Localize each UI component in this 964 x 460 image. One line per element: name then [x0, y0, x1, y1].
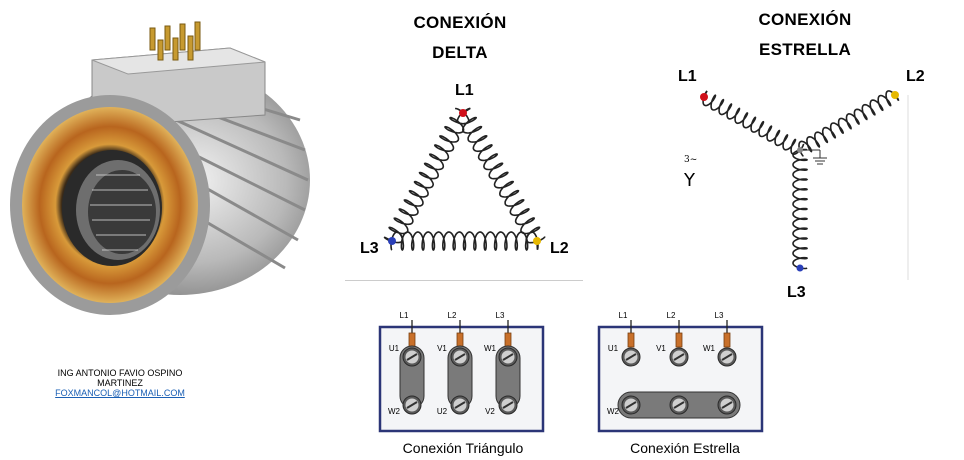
terminal-screw-bottom	[498, 395, 518, 415]
delta-label-l1: L1	[455, 82, 474, 99]
terminal-screw-top	[402, 347, 422, 367]
delta-title-line1: CONEXIÓN	[413, 13, 507, 32]
author-name-line2: MARTINEZ	[97, 378, 143, 388]
terminal-screw-top	[450, 347, 470, 367]
terminal-bottom-label: U2	[437, 407, 448, 416]
author-name-line1: ING ANTONIO FAVIO OSPINO	[57, 368, 183, 378]
terminal-screw-top	[717, 347, 737, 367]
bridge-link	[447, 345, 473, 409]
terminal-box-frame	[597, 325, 764, 433]
delta-node-l1	[459, 109, 467, 117]
star-node-l2	[891, 91, 899, 99]
terminal-screw-bottom	[402, 395, 422, 415]
star-caption: Conexión Estrella	[630, 440, 740, 456]
star-coil-l1	[702, 90, 805, 156]
terminal-bottom-label: W2	[607, 407, 620, 416]
terminal-line-label: L2	[448, 311, 457, 320]
delta-label-l3: L3	[360, 240, 379, 257]
bridge-link	[617, 391, 741, 419]
terminal-bottom-label: W2	[388, 407, 401, 416]
terminal-top-label: V1	[437, 344, 447, 353]
terminal-screw-bottom	[669, 395, 689, 415]
delta-coil-l2-l3	[390, 231, 539, 252]
terminal-top-label: U1	[389, 344, 400, 353]
star-title-line1: CONEXIÓN	[758, 10, 852, 29]
star-coil-l2	[798, 90, 900, 157]
delta-node-l2	[533, 237, 541, 245]
triangle-caption: Conexión Triángulo	[402, 440, 524, 456]
star-node-l1	[700, 93, 708, 101]
star-label-l3: L3	[787, 284, 806, 301]
star-label-l1: L1	[678, 68, 697, 85]
terminal-top-label: V1	[656, 344, 666, 353]
bridge-link	[495, 345, 521, 409]
terminal-bottom-label: V2	[704, 407, 714, 416]
terminal-top-label: U1	[608, 344, 619, 353]
motor-image	[10, 21, 310, 315]
bridge-link	[399, 345, 425, 409]
terminal-line-label: L3	[496, 311, 505, 320]
author-credit: ING ANTONIO FAVIO OSPINO MARTINEZ FOXMAN…	[50, 368, 190, 398]
star-y-symbol: Y	[684, 170, 695, 191]
terminal-bottom-label: U2	[656, 407, 667, 416]
author-email-link[interactable]: FOXMANCOL@HOTMAIL.COM	[55, 388, 185, 398]
terminal-screw-bottom	[621, 395, 641, 415]
ground-icon	[800, 149, 827, 165]
star-title-line2: ESTRELLA	[758, 40, 852, 59]
terminal-bottom-label: V2	[485, 407, 495, 416]
delta-label-l2: L2	[550, 240, 569, 257]
star-node-l3	[796, 264, 804, 272]
delta-title-line2: DELTA	[432, 43, 488, 62]
star-center-node	[797, 147, 803, 153]
star-title: CONEXIÓN ESTRELLA	[740, 10, 870, 60]
terminal-line-label: L1	[619, 311, 628, 320]
terminal-screw-top	[621, 347, 641, 367]
terminal-line-label: L1	[400, 311, 409, 320]
delta-coil-l3-l1	[383, 107, 470, 244]
terminal-line-label: L3	[715, 311, 724, 320]
delta-coil-l1-l2	[456, 107, 546, 244]
delta-title: CONEXIÓN DELTA	[395, 13, 525, 63]
terminal-box-frame	[378, 325, 545, 433]
star-phase-symbol: 3~	[684, 155, 698, 165]
star-label-l2: L2	[906, 68, 925, 85]
terminal-top-label: W1	[484, 344, 497, 353]
terminal-top-label: W1	[703, 344, 716, 353]
delta-node-l3	[388, 237, 396, 245]
terminal-screw-bottom	[717, 395, 737, 415]
divider-line	[345, 280, 583, 281]
terminal-screw-top	[669, 347, 689, 367]
terminal-screw-bottom	[450, 395, 470, 415]
star-coil-l3	[792, 148, 809, 270]
terminal-line-label: L2	[667, 311, 676, 320]
terminal-screw-top	[498, 347, 518, 367]
